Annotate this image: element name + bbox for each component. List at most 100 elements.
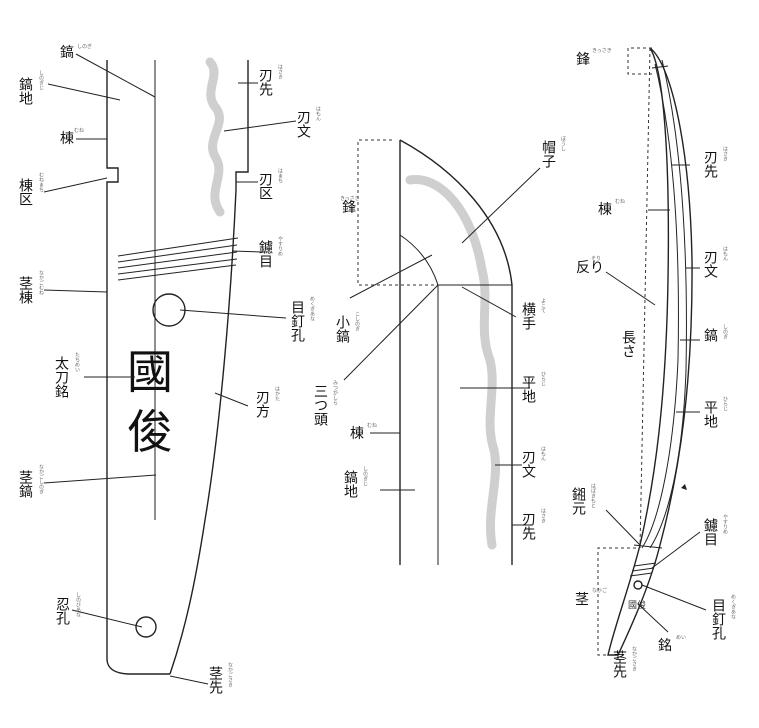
svg-text:目釘孔: 目釘孔 [289,300,305,343]
svg-text:こしのぎ: こしのぎ [354,311,360,331]
svg-text:めい: めい [676,635,686,641]
svg-text:棟: 棟 [598,202,612,218]
label-nakagomune: 茎棟 なかごむね [17,270,44,304]
svg-text:はもん: はもん [722,246,728,261]
blade-mekugiana [633,580,643,590]
blade-yasurime [629,562,657,577]
signature-char-1: 國 [127,345,173,399]
blade-habakimoto [633,544,663,549]
svg-text:棟区: 棟区 [17,178,33,206]
svg-text:しのぎじ: しのぎじ [38,70,44,90]
label-kissaki-fig2: 鋒 きっさき [340,195,360,216]
svg-text:鑢目: 鑢目 [702,518,718,546]
svg-text:ひらじ: ひらじ [540,371,546,386]
blade-edge-outline [617,47,693,656]
svg-text:長さ: 長さ [620,330,636,358]
label-tachimei: 太刀銘 たちめい [53,352,80,398]
svg-text:鎺元: 鎺元 [570,487,586,516]
label-hamon-fig3: 刃文 はもん [702,246,728,278]
svg-text:むね: むね [615,199,625,205]
svg-text:きっさき: きっさき [340,195,360,202]
blade-hamon-line [649,59,687,549]
svg-text:平地: 平地 [702,400,718,428]
svg-text:刃文: 刃文 [702,250,718,278]
signature-char-2: 俊 [127,405,173,459]
svg-text:みつがしら: みつがしら [332,380,338,406]
label-sori: 反り そり [576,255,604,276]
label-habakimoto: 鎺元 はばきもと [570,483,596,516]
label-hamon: 刃文 はもん [295,106,321,138]
svg-text:むね: むね [367,423,377,429]
label-shinogiji-fig2: 鎬地 しのぎじ [342,466,368,498]
koshinogi-line [399,234,439,286]
svg-text:刃先: 刃先 [520,512,536,541]
label-hakata: 刃方 はかた [254,386,280,419]
svg-text:なかごむね: なかごむね [38,270,44,296]
svg-text:やすりめ: やすりめ [722,514,728,534]
kissaki-bracket [357,139,438,286]
svg-text:反り: 反り [576,260,604,276]
label-mekugiana-fig3: 目釘孔 めくぎあな [710,594,736,641]
whole-blade-figure: 國俊 鋒 きっさき 刃先 はさき [570,47,736,679]
svg-text:刃先: 刃先 [702,150,718,179]
label-mei: 銘 めい [658,635,686,654]
kissaki-closeup-figure: 帽子 ぼうし 鋒 きっさき 小鎬 こしのぎ 三つ頭 みつがしら 横手 よこて 平… [312,135,566,565]
label-mekugiana: 目釘孔 めくぎあな [289,296,315,343]
label-shinogi-fig3: 鎬 しのぎ [702,324,728,342]
label-hiraji: 平地 ひらじ [520,371,546,403]
svg-text:三つ頭: 三つ頭 [312,384,328,426]
hamon-wave-smudge [205,57,225,217]
yasurime-marks [117,237,239,281]
svg-text:しのぎ: しのぎ [77,43,92,50]
svg-text:刃文: 刃文 [295,110,311,138]
label-kissaki-fig3: 鋒 きっさき [576,47,612,68]
svg-text:目釘孔: 目釘孔 [710,598,726,641]
blade-mune-outline [607,47,670,656]
svg-text:めくぎあな: めくぎあな [309,296,315,321]
svg-text:鎬地: 鎬地 [17,76,33,105]
svg-text:鎬: 鎬 [60,44,74,61]
svg-text:平地: 平地 [520,375,536,403]
label-hiraji-fig3: 平地 ひらじ [702,396,728,428]
svg-text:小鎬: 小鎬 [334,315,350,343]
label-hamon-fig2: 刃文 はもん [520,446,546,478]
svg-text:はかた: はかた [274,386,280,402]
label-yasurime-fig3: 鑢目 やすりめ [702,514,728,546]
svg-text:茎鎬: 茎鎬 [17,470,33,498]
svg-text:忍孔: 忍孔 [54,597,70,626]
figure1-leaders [43,53,297,685]
kissaki-outline [399,139,513,565]
svg-text:しのぎじ: しのぎじ [362,466,368,486]
svg-text:はもん: はもん [315,106,321,121]
label-nagasa: 長さ [620,330,636,358]
label-hamachi: 刃区 はまち [257,168,283,200]
svg-text:はばきもと: はばきもと [590,483,596,508]
blade-kissaki-bracket [627,47,652,75]
svg-text:鋒: 鋒 [342,200,356,216]
label-nakagosaki: 茎先 なかごさき [207,662,233,695]
label-mune-fig2: 棟 むね [350,423,377,442]
svg-text:太刀銘: 太刀銘 [53,356,69,398]
svg-text:刃方: 刃方 [254,390,270,419]
svg-text:茎棟: 茎棟 [17,276,33,304]
svg-text:やすりめ: やすりめ [277,236,283,256]
svg-text:しのぎ: しのぎ [722,324,728,339]
svg-text:鎬: 鎬 [702,327,718,342]
tang-closeup-figure: 國 俊 鎬 しのぎ 鎬地 しのぎじ [17,43,321,695]
boushi-hamon-smudge [405,175,501,550]
svg-text:鑢目: 鑢目 [257,240,273,268]
blade-nakago-bracket [597,547,636,656]
svg-text:たちめい: たちめい [74,352,80,372]
figure3-leaders [605,164,707,660]
svg-text:よこて: よこて [540,298,546,313]
label-munemachi: 棟区 むねまち [17,172,44,206]
svg-text:ひらじ: ひらじ [722,396,728,411]
mune-outline [106,60,170,675]
label-yokote: 横手 よこて [520,298,546,331]
svg-text:茎先: 茎先 [207,666,223,695]
svg-text:きっさき: きっさき [592,47,612,54]
svg-text:銘: 銘 [658,638,672,654]
svg-text:刃区: 刃区 [257,172,273,200]
label-boushi: 帽子 ぼうし [540,135,566,168]
label-shinogi: 鎬 しのぎ [60,43,92,61]
